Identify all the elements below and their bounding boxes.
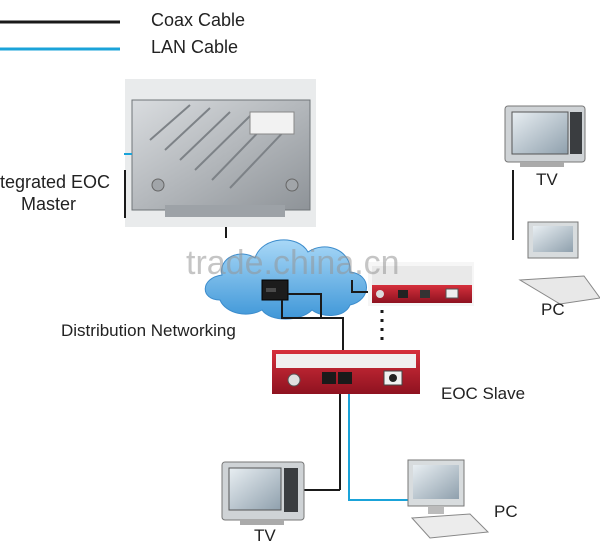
cloud-splitter	[261, 279, 289, 301]
legend-lan-label: LAN Cable	[151, 37, 239, 57]
slave-label: EOC Slave	[441, 384, 526, 403]
tv-bottom-label: TV	[254, 526, 276, 545]
pc-bottom	[407, 459, 490, 539]
pc-top	[518, 221, 600, 305]
master-label-line2: Master	[21, 194, 77, 214]
pc-top-label: PC	[541, 300, 565, 319]
eoc-slave-main	[272, 350, 420, 394]
distribution-label: Distribution Networking	[61, 321, 236, 340]
master-label-line1: tegrated EOC	[0, 172, 111, 192]
coax-to-slave	[281, 300, 344, 356]
pc-bottom-label: PC	[494, 502, 518, 521]
eoc-slave-upper	[368, 262, 474, 306]
tv-top-label: TV	[536, 170, 558, 189]
watermark: trade.china.cn	[186, 244, 400, 282]
legend-coax-label: Coax Cable	[151, 10, 246, 30]
distribution-cloud	[204, 239, 367, 320]
eoc-master-device	[125, 79, 316, 227]
tv-top	[504, 105, 586, 167]
lan-to-pc	[348, 394, 410, 501]
tv-bottom	[221, 461, 305, 525]
